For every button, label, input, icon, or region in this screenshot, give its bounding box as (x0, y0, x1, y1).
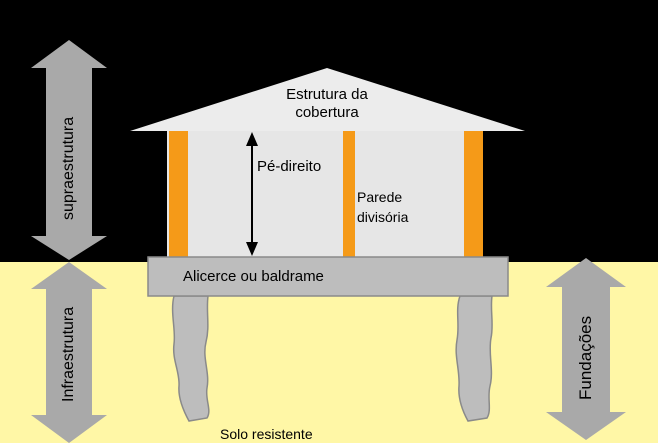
foundation-beam-label: Alicerce ou baldrame (183, 268, 324, 285)
foundations-label: Fundações (576, 315, 595, 400)
ceiling-height-label: Pé-direito (257, 158, 322, 175)
partition-column (343, 131, 355, 257)
resistant-soil-label: Solo resistente (220, 426, 313, 442)
infrastructure-arrow-icon (31, 262, 107, 443)
right-foundation-pile (455, 295, 493, 422)
house-walls (167, 131, 483, 257)
left-foundation-pile (171, 295, 210, 422)
roof-label: Estrutura da cobertura (286, 86, 368, 121)
roof (130, 68, 525, 131)
left-column (169, 131, 188, 257)
partition-wall-label: Parede divisória (357, 189, 409, 225)
ceiling-height-arrow-icon (246, 132, 258, 256)
foundation-beam (147, 256, 509, 297)
superstructure-arrow-icon (31, 40, 107, 260)
infrastructure-label: Infraestrutura (60, 306, 77, 402)
superstructure-label: supraestrutura (60, 116, 77, 220)
right-column (464, 131, 483, 257)
foundations-arrow-icon (546, 258, 626, 440)
